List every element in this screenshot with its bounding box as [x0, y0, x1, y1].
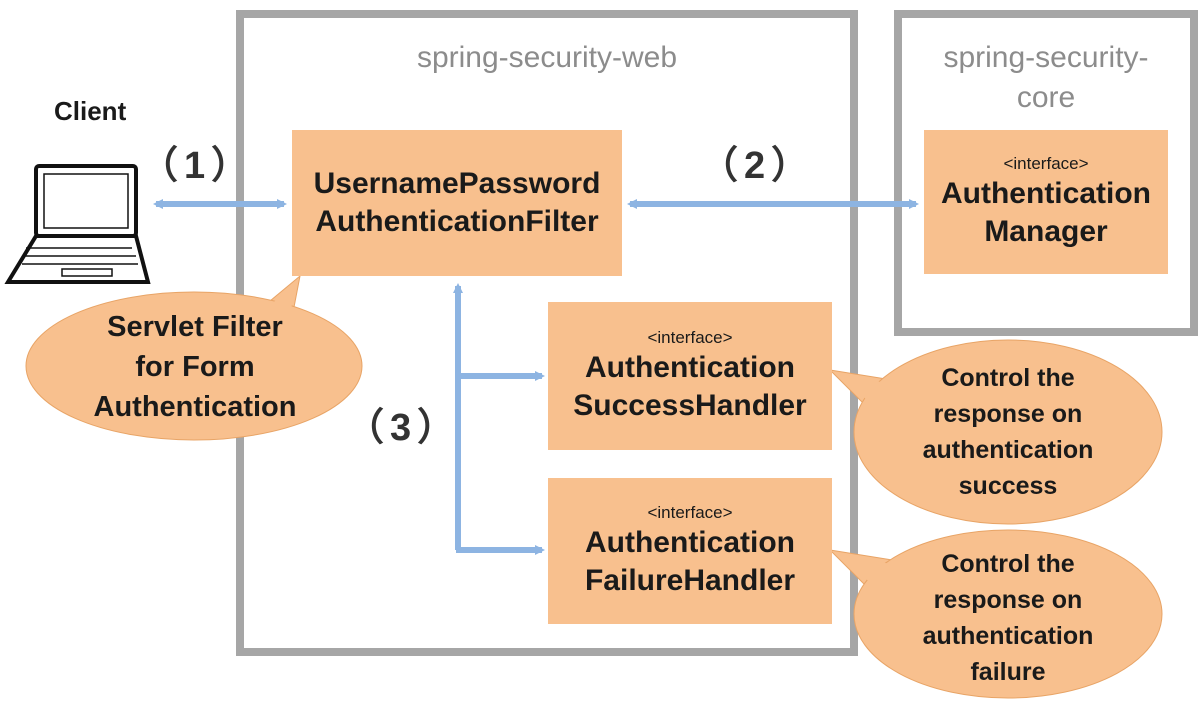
failure-stereotype: <interface> — [647, 503, 733, 522]
authentication-success-handler: <interface> Authentication SuccessHandle… — [548, 302, 832, 450]
callout-filter-text: Servlet Filter for Form Authentication — [93, 311, 297, 423]
callout-failure-bubble — [853, 529, 1163, 699]
spring-security-core-container: spring-security- core — [894, 10, 1198, 336]
success-stereotype: <interface> — [647, 328, 733, 347]
step-2-label: （2） — [700, 145, 816, 187]
manager-stereotype: <interface> — [1003, 154, 1089, 173]
step-1-label: （1） — [140, 145, 256, 187]
callout-success-text: Control the response on authentication s… — [922, 364, 1094, 500]
web-container-title: spring-security-web — [416, 41, 678, 74]
filter-name: UsernamePassword AuthenticationFilter — [313, 167, 601, 238]
failure-name: Authentication FailureHandler — [584, 526, 796, 597]
manager-name: Authentication Manager — [941, 177, 1151, 248]
success-name: Authentication SuccessHandler — [573, 351, 807, 422]
core-container-title: spring-security- core — [943, 41, 1149, 114]
laptop-icon — [4, 164, 151, 284]
callout-success-bubble — [853, 339, 1163, 525]
client-label: Client — [54, 96, 127, 126]
callout-failure-text: Control the response on authentication f… — [922, 550, 1094, 686]
username-password-authentication-filter: UsernamePassword AuthenticationFilter — [292, 130, 622, 276]
authentication-manager: <interface> Authentication Manager — [924, 130, 1168, 274]
step-3-label: （3） — [346, 407, 462, 449]
callout-filter-bubble — [25, 291, 363, 441]
authentication-failure-handler: <interface> Authentication FailureHandle… — [548, 478, 832, 624]
